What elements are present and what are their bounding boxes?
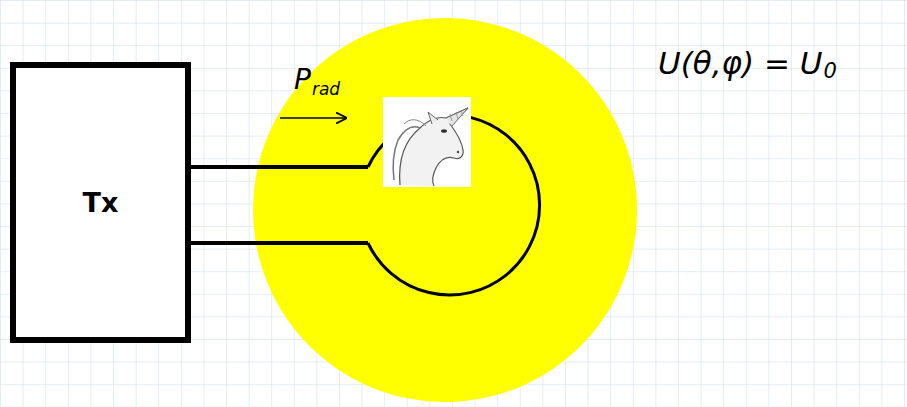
subscript: rad [312,81,340,98]
power-arrow [280,117,346,119]
subscript: 0 [824,61,837,82]
power-symbol: P [294,66,311,94]
intensity-equation: U(θ,φ) = U [658,48,823,79]
feed-wire [190,241,368,245]
unicorn-picture [383,97,471,187]
feed-wire [190,165,368,169]
node-label: Tx [83,187,119,218]
radiation-sphere [253,18,637,402]
transmitter-box: Tx [10,62,191,343]
